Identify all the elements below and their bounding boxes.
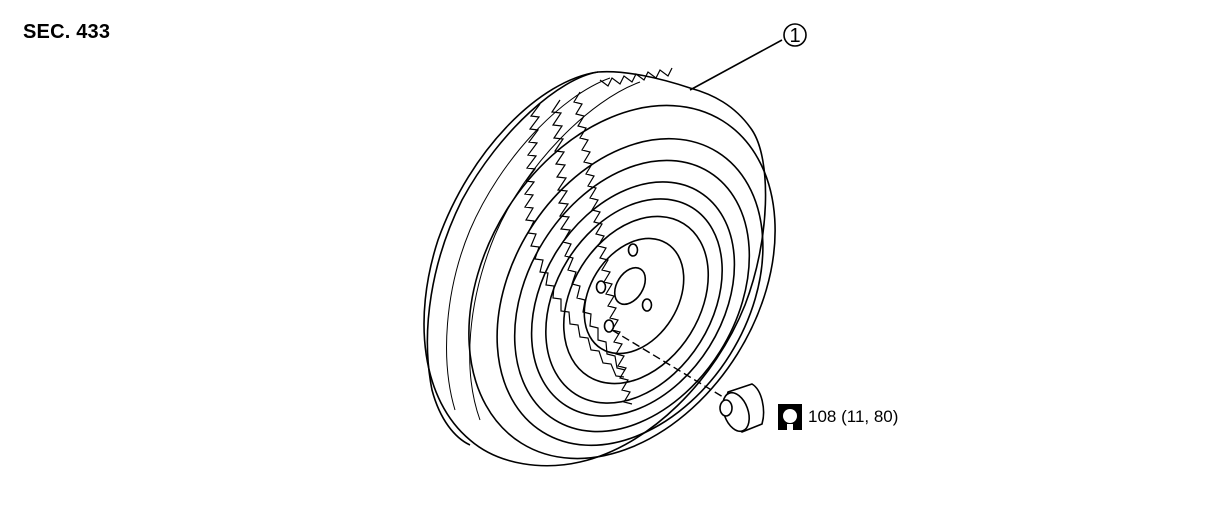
tread-groove: [469, 81, 641, 421]
lug-nut: [719, 383, 765, 433]
callout-number: 1: [789, 25, 800, 47]
section-number: SEC. 433: [23, 21, 111, 43]
lug-hole: [641, 298, 653, 312]
center-bore: [613, 266, 647, 306]
tread-back-edge: [426, 71, 599, 446]
rim-ring-1: [530, 181, 736, 417]
lug-hole: [627, 243, 639, 257]
tire-outline: [423, 70, 767, 467]
torque-wrench-icon: [778, 404, 802, 432]
rim-ring-2: [545, 198, 723, 404]
rim-ring-3: [562, 215, 710, 385]
torque-spec: 108 (11, 80): [808, 407, 899, 426]
tread-groove: [446, 77, 611, 411]
callout-1: 1: [689, 23, 807, 91]
rim-outer: [513, 159, 751, 433]
dashed-leader-line: [611, 329, 729, 401]
lug-hole: [595, 280, 607, 294]
tread-pattern: [523, 67, 673, 405]
hub-face: [583, 237, 685, 355]
callout-circle: [783, 23, 807, 47]
sidewall-outer: [468, 104, 776, 460]
tire: [423, 67, 776, 467]
callout-leader-line: [689, 39, 783, 91]
lug-hole: [603, 319, 615, 333]
